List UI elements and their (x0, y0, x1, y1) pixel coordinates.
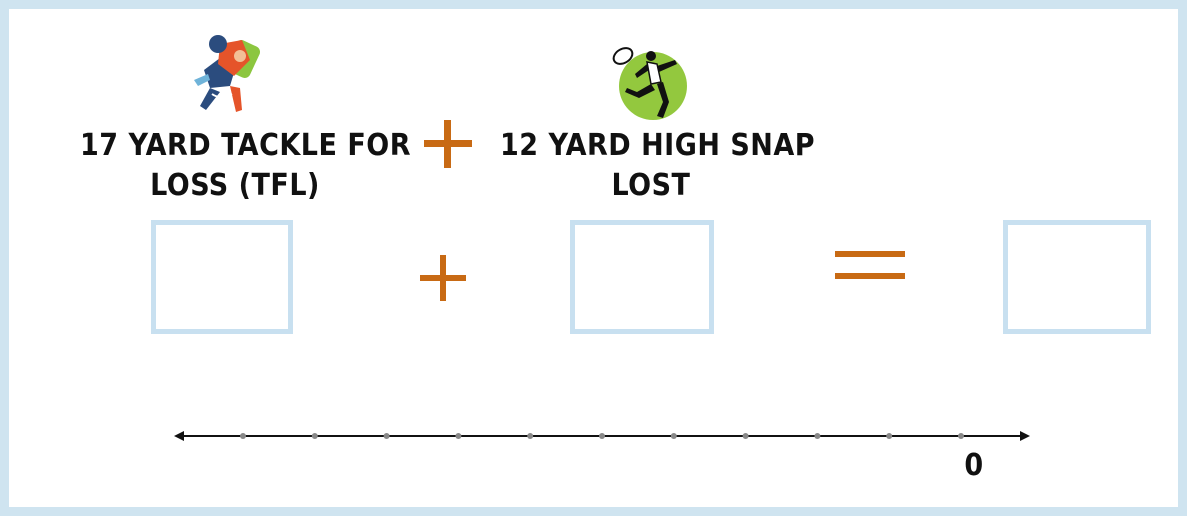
number-line (170, 420, 1040, 500)
number-line-tick (599, 433, 605, 439)
answer-box-2[interactable] (570, 220, 714, 334)
term2-line2: LOST (500, 166, 802, 206)
number-line-tick (527, 433, 533, 439)
answer-box-result[interactable] (1003, 220, 1151, 334)
term2-label: 12 YARD HIGH SNAP LOST (500, 126, 802, 206)
number-line-tick (814, 433, 820, 439)
equals-sign (835, 251, 905, 279)
term2-line1: 12 YARD HIGH SNAP (500, 126, 802, 166)
number-line-tick (671, 433, 677, 439)
term1-line2: LOSS (TFL) (80, 166, 390, 206)
number-line-tick (455, 433, 461, 439)
number-line-tick (312, 433, 318, 439)
plus-sign-top (424, 120, 472, 168)
number-line-right-arrow (1020, 431, 1030, 441)
number-line-tick (743, 433, 749, 439)
number-line-left-arrow (174, 431, 184, 441)
term1-label: 17 YARD TACKLE FOR LOSS (TFL) (80, 126, 390, 206)
answer-box-1[interactable] (151, 220, 293, 334)
number-line-tick (240, 433, 246, 439)
rugby-kicker-icon (609, 42, 693, 122)
number-line-tick (886, 433, 892, 439)
term1-line1: 17 YARD TACKLE FOR (80, 126, 390, 166)
football-tackle-icon (190, 30, 270, 122)
number-line-tick (958, 433, 964, 439)
plus-sign-bottom (420, 255, 466, 301)
zero-label: 0 (954, 446, 994, 486)
number-line-tick (384, 433, 390, 439)
